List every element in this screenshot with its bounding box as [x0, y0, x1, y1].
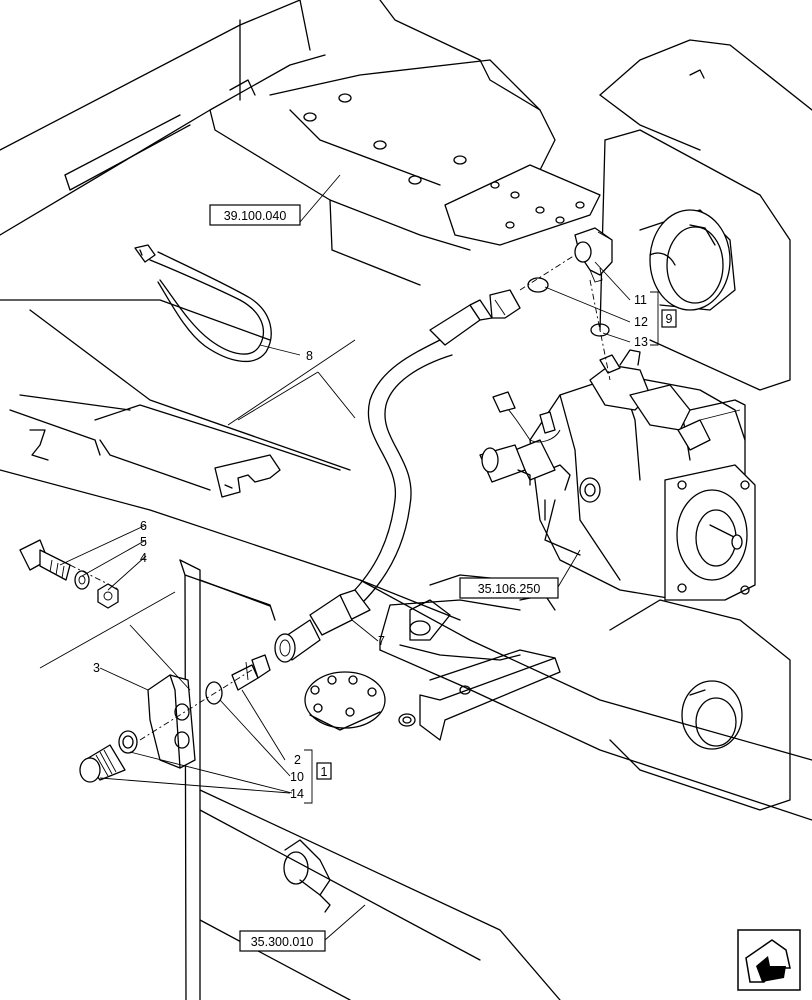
group-brackets — [304, 291, 659, 804]
callout-10: 10 — [290, 770, 304, 784]
callout-7: 7 — [378, 634, 385, 648]
svg-text:1: 1 — [321, 765, 328, 779]
drive-belt — [134, 244, 272, 362]
pulley-mount — [639, 209, 736, 311]
callout-labels: 8 7 6 5 4 3 2 10 14 11 12 13 — [93, 293, 648, 801]
fasteners — [19, 539, 119, 609]
callout-6: 6 — [140, 519, 147, 533]
callout-2: 2 — [294, 753, 301, 767]
centerlines — [69, 254, 611, 741]
callout-13: 13 — [634, 335, 648, 349]
callout-4: 4 — [140, 551, 147, 565]
svg-text:39.100.040: 39.100.040 — [224, 209, 287, 223]
svg-text:35.106.250: 35.106.250 — [478, 582, 541, 596]
callout-3: 3 — [93, 661, 100, 675]
leader-lines — [39, 174, 631, 941]
pump-assembly — [479, 349, 756, 601]
reference-39-100-040[interactable]: 39.100.040 — [209, 204, 301, 226]
hydraulic-hose — [274, 289, 521, 663]
callout-5: 5 — [140, 535, 147, 549]
group-box-9[interactable]: 9 — [661, 309, 677, 328]
callout-12: 12 — [634, 315, 648, 329]
arrow-icon[interactable] — [737, 929, 801, 991]
elbow-fitting — [574, 227, 613, 283]
callout-8: 8 — [306, 349, 313, 363]
svg-text:9: 9 — [666, 312, 673, 326]
group-box-1[interactable]: 1 — [316, 762, 332, 780]
callout-14: 14 — [290, 787, 304, 801]
mounting-plate — [79, 654, 271, 783]
callout-11: 11 — [634, 293, 647, 307]
svg-text:35.300.010: 35.300.010 — [251, 935, 314, 949]
reference-35-106-250[interactable]: 35.106.250 — [459, 577, 559, 599]
o-rings — [205, 277, 610, 705]
reference-35-300-010[interactable]: 35.300.010 — [239, 930, 326, 952]
